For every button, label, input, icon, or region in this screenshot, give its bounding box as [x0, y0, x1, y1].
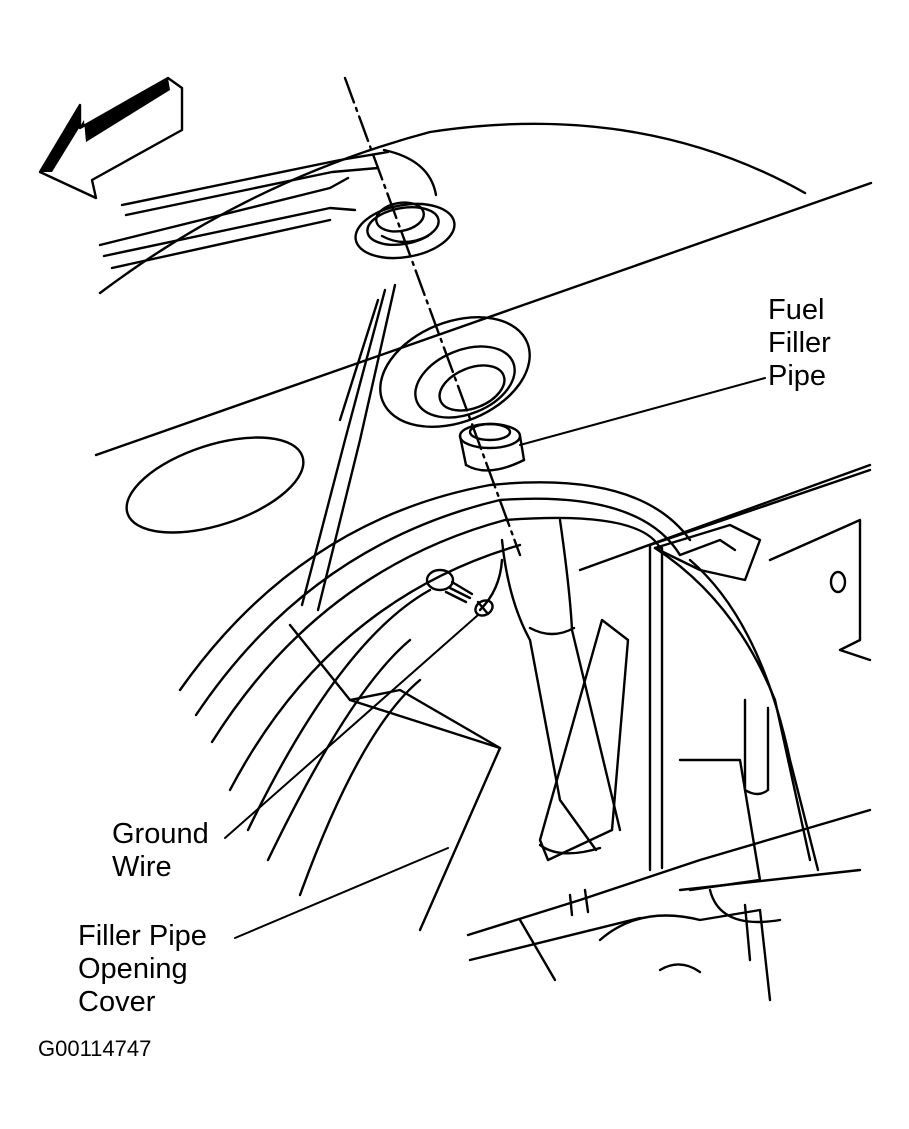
- centerline: [345, 78, 520, 555]
- fuel-filler-pipe-label: Fuel Filler Pipe: [768, 294, 831, 393]
- ground-wire-line-2: Wire: [112, 851, 172, 883]
- fuel-filler-pipe-line-1: Fuel: [768, 294, 825, 326]
- filler-pipe-opening-cover-line-1: Filler Pipe: [78, 920, 207, 952]
- figure-id: G00114747: [38, 1036, 152, 1061]
- fuel-filler-pipe: [460, 424, 628, 860]
- ground-wire-label: Ground Wire: [112, 818, 209, 884]
- fuel-filler-pipe-line-3: Pipe: [768, 360, 827, 392]
- fuel-filler-pipe-line-2: Filler: [768, 327, 831, 359]
- panel-opening: [364, 296, 546, 447]
- oval-cutout: [115, 419, 315, 552]
- arrow-forward-icon: [40, 78, 182, 198]
- ground-wire: [427, 560, 502, 619]
- support-strut: [302, 285, 395, 610]
- upper-body-panel: [96, 124, 871, 455]
- filler-pipe-opening-cover-line-2: Opening: [78, 953, 188, 985]
- filler-pipe-opening-cover: [351, 197, 459, 266]
- filler-pipe-opening-cover-label: Filler Pipe Opening Cover: [78, 920, 207, 1019]
- lower-body-panel: [290, 465, 870, 1000]
- ground-wire-line-1: Ground: [112, 818, 209, 850]
- leader-lines: [225, 378, 765, 938]
- filler-pipe-opening-cover-line-3: Cover: [78, 986, 156, 1018]
- wheelhouse-arch: [180, 482, 818, 895]
